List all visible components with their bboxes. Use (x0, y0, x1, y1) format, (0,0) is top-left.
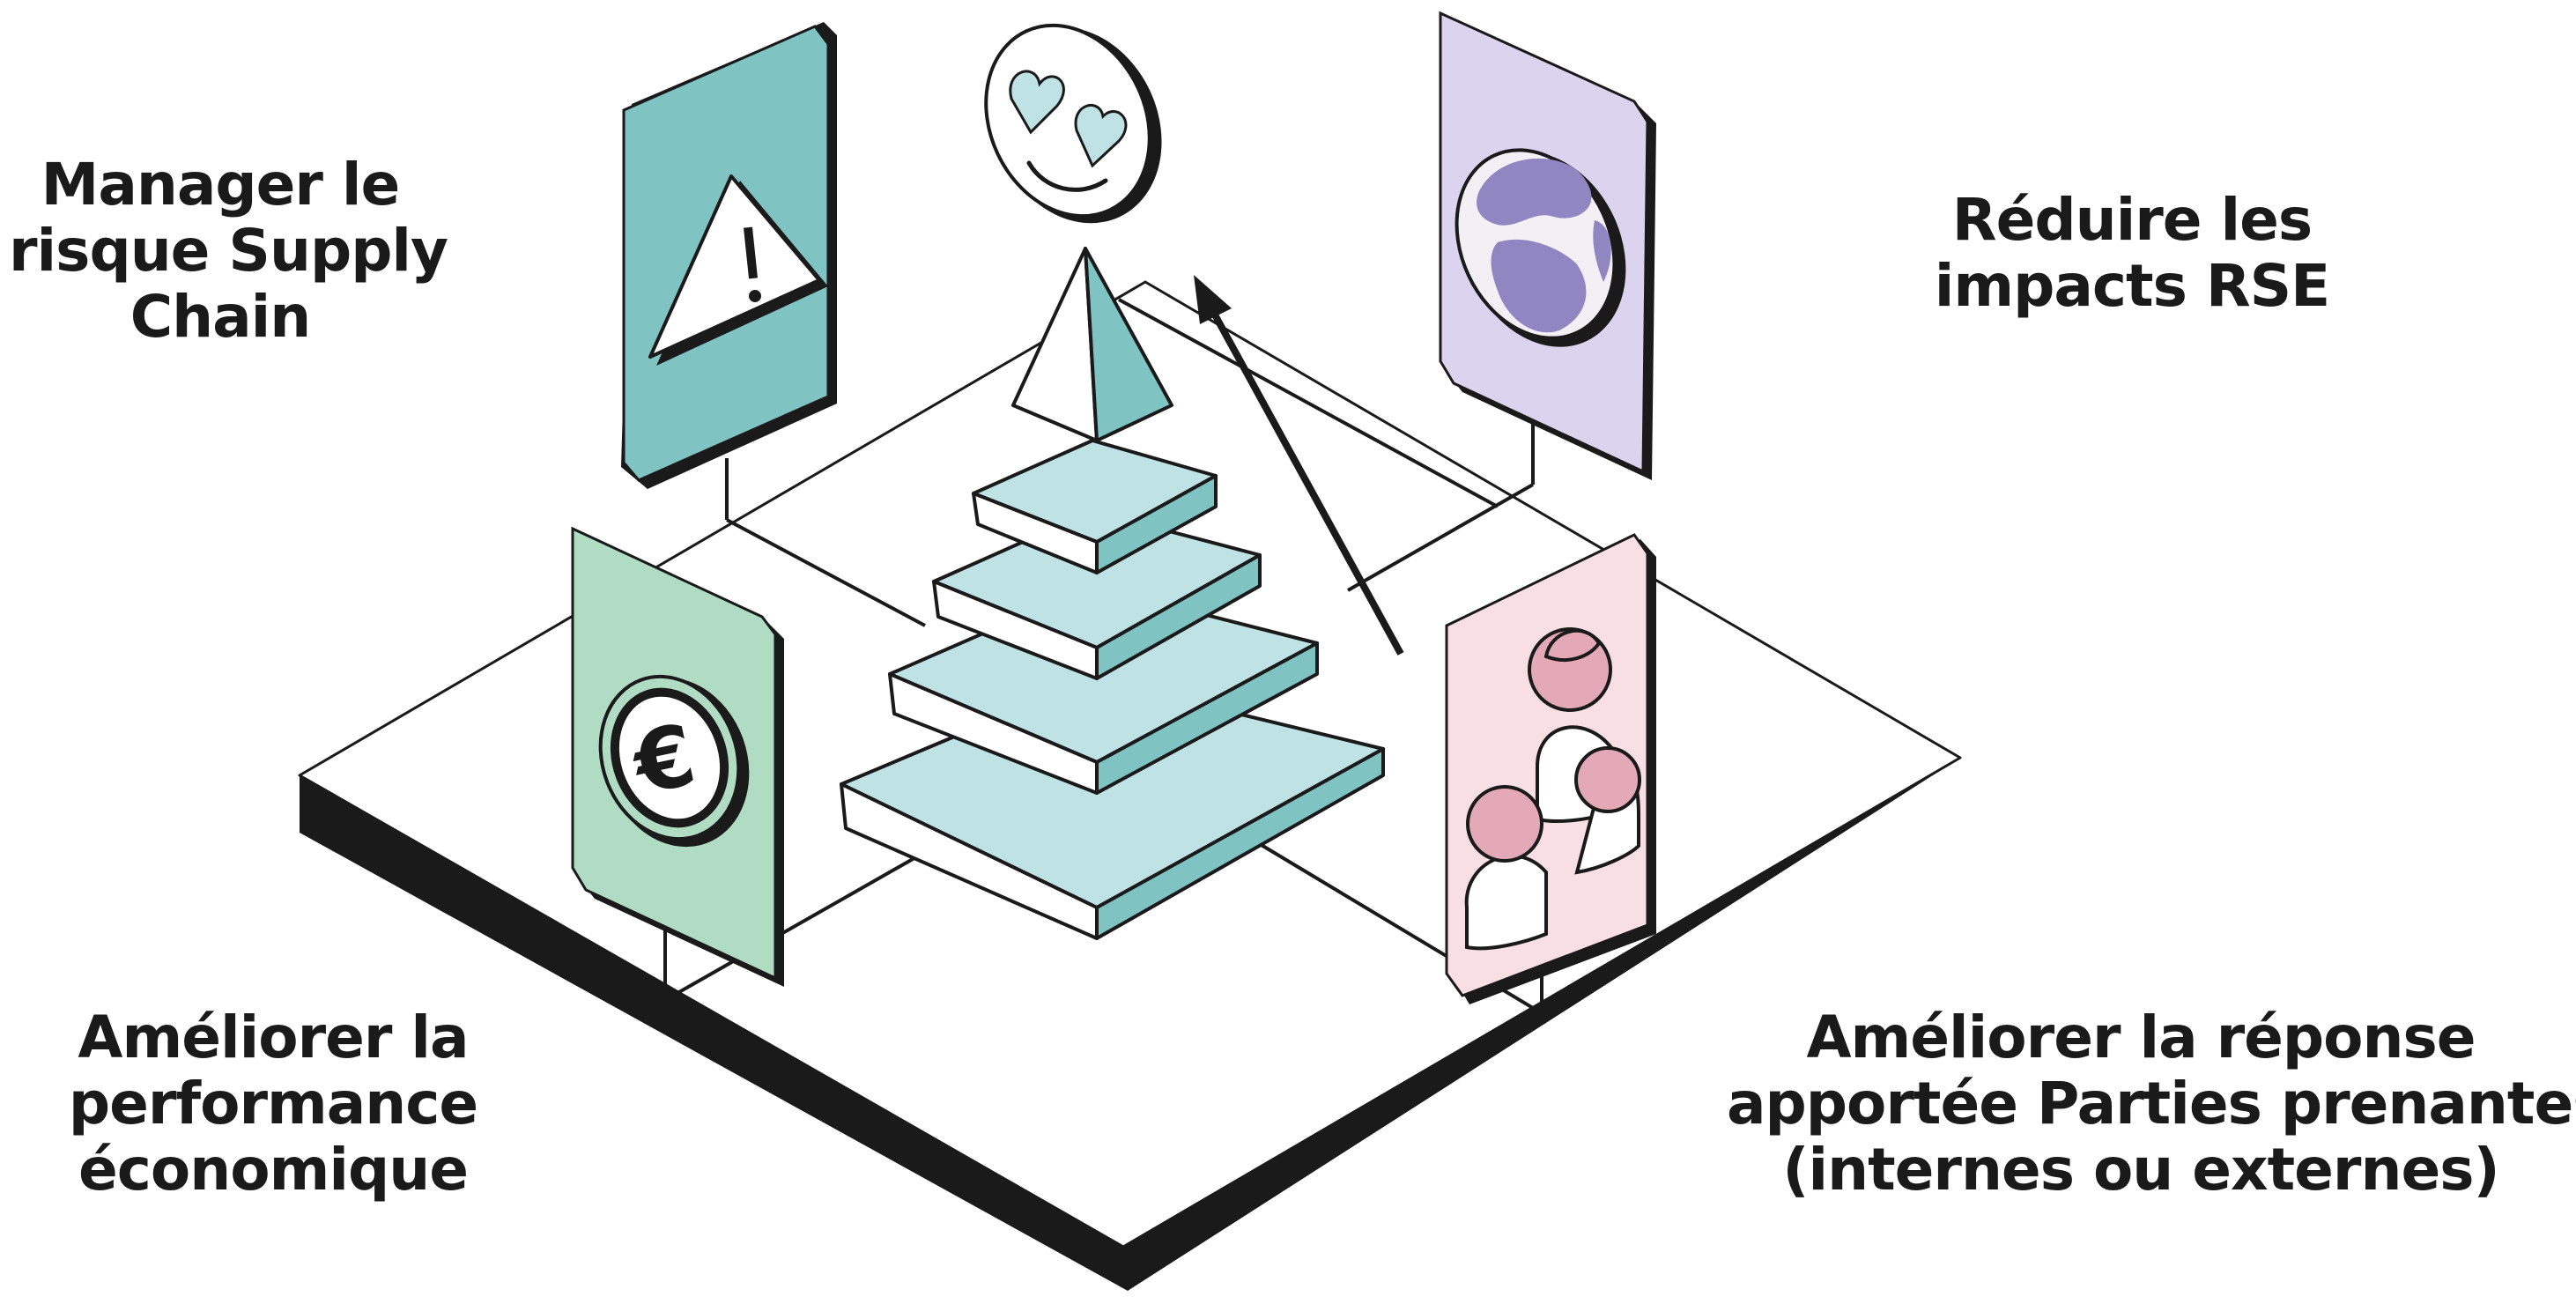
globe-icon (1455, 148, 1626, 347)
label-risk-supply-chain: Manager le risque Supply Chain (9, 151, 448, 352)
label-line: Réduire les (1951, 186, 2313, 254)
pyramid (840, 247, 1385, 940)
euro-icon: € (598, 674, 750, 848)
label-line: Manager le (41, 151, 401, 219)
label-line: apportée Parties prenantes (1727, 1070, 2576, 1138)
label-stakeholders: Améliorer la réponse apportée Parties pr… (1727, 1004, 2576, 1204)
card-economic: € (571, 526, 784, 987)
label-economic-performance: Améliorer la performance économique (44, 1004, 502, 1204)
growth-arrow (1194, 275, 1404, 656)
smiley-heart-eyes-icon (984, 23, 1162, 224)
connector-lines (663, 298, 1543, 1015)
warning-icon (648, 174, 828, 366)
label-line: impacts RSE (1934, 252, 2331, 321)
people-icon (1464, 627, 1641, 951)
label-line: risque Supply (9, 217, 448, 285)
label-line: Chain (130, 283, 312, 352)
label-line: performance (68, 1070, 478, 1138)
label-line: Améliorer la (78, 1004, 469, 1071)
pyramid-apex (1011, 247, 1173, 442)
label-line: économique (78, 1136, 469, 1204)
label-line: Améliorer la réponse (1806, 1004, 2476, 1071)
label-line: (internes ou externes) (1782, 1136, 2499, 1204)
card-risk (621, 22, 837, 489)
card-stakeholders (1445, 533, 1656, 1004)
card-rse (1439, 11, 1656, 480)
pyramid-tier-2 (972, 439, 1218, 574)
label-rse-impacts: Réduire les impacts RSE (1921, 186, 2343, 321)
